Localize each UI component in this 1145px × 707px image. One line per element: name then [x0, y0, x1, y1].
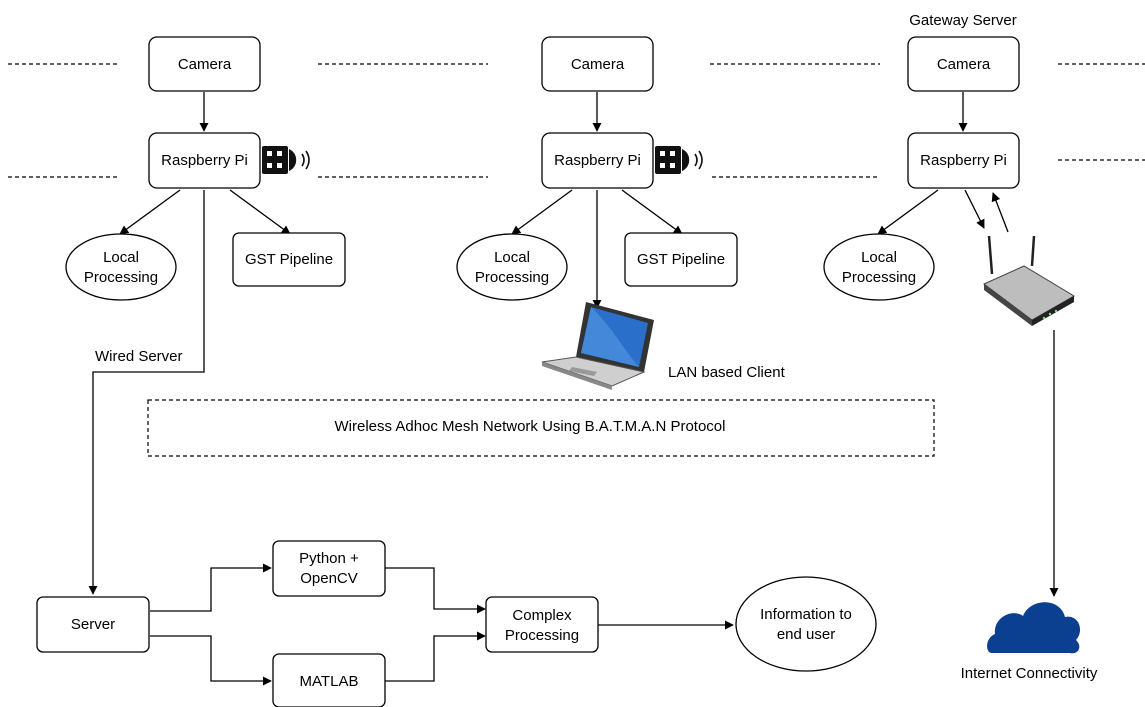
complex-processing-line-2: Processing	[505, 627, 579, 644]
usb-wifi-dongle-icon	[262, 146, 310, 174]
python-opencv-node: Python + OpenCV	[272, 540, 386, 597]
complex-processing-node: Complex Processing	[485, 596, 599, 653]
local-processing-2-line-2: Processing	[475, 269, 549, 286]
gst-pipeline-2-node: GST Pipeline	[624, 232, 738, 287]
local-processing-2-node: Local Processing	[456, 233, 568, 301]
usb-wifi-dongle-icon	[655, 146, 703, 174]
complex-processing-line-1: Complex	[512, 607, 572, 624]
local-processing-1-line-2: Processing	[84, 269, 158, 286]
camera-3-node: Camera	[907, 36, 1020, 92]
local-processing-3-node: Local Processing	[823, 233, 935, 301]
information-line-2: end user	[777, 626, 835, 643]
gst-pipeline-2-label: GST Pipeline	[637, 251, 725, 268]
gst-pipeline-1-label: GST Pipeline	[245, 251, 333, 268]
camera-3-label: Camera	[937, 56, 991, 73]
cloud-icon	[987, 602, 1081, 654]
local-processing-1-line-1: Local	[103, 249, 139, 266]
camera-1-label: Camera	[178, 56, 232, 73]
mesh-network-label: Wireless Adhoc Mesh Network Using B.A.T.…	[335, 418, 726, 435]
mesh-dashed-lines	[8, 63, 1145, 178]
raspberry-pi-3-node: Raspberry Pi	[907, 132, 1020, 189]
internet-connectivity-label: Internet Connectivity	[961, 665, 1098, 682]
local-processing-1-node: Local Processing	[65, 233, 177, 301]
camera-2-node: Camera	[541, 36, 654, 92]
raspberry-pi-1-node: Raspberry Pi	[148, 132, 261, 189]
gst-pipeline-1-node: GST Pipeline	[232, 232, 346, 287]
wireless-router-icon	[983, 235, 1075, 326]
gateway-server-label: Gateway Server	[909, 12, 1017, 29]
information-to-end-user-node: Information to end user	[735, 576, 877, 672]
lan-client-label: LAN based Client	[668, 364, 786, 381]
matlab-node: MATLAB	[272, 653, 386, 707]
raspberry-pi-1-label: Raspberry Pi	[161, 152, 248, 169]
python-opencv-line-1: Python +	[299, 550, 359, 567]
mesh-network-box: Wireless Adhoc Mesh Network Using B.A.T.…	[147, 399, 935, 457]
local-processing-3-line-1: Local	[861, 249, 897, 266]
raspberry-pi-2-node: Raspberry Pi	[541, 132, 654, 189]
camera-1-node: Camera	[148, 36, 261, 92]
local-processing-3-line-2: Processing	[842, 269, 916, 286]
wired-server-label: Wired Server	[95, 348, 183, 365]
server-label: Server	[71, 616, 115, 633]
raspberry-pi-3-label: Raspberry Pi	[920, 152, 1007, 169]
laptop-icon	[541, 302, 654, 390]
connectors	[88, 92, 1059, 686]
raspberry-pi-2-label: Raspberry Pi	[554, 152, 641, 169]
server-node: Server	[36, 596, 150, 653]
python-opencv-line-2: OpenCV	[300, 570, 358, 587]
camera-2-label: Camera	[571, 56, 625, 73]
matlab-label: MATLAB	[300, 673, 359, 690]
information-line-1: Information to	[760, 606, 852, 623]
local-processing-2-line-1: Local	[494, 249, 530, 266]
